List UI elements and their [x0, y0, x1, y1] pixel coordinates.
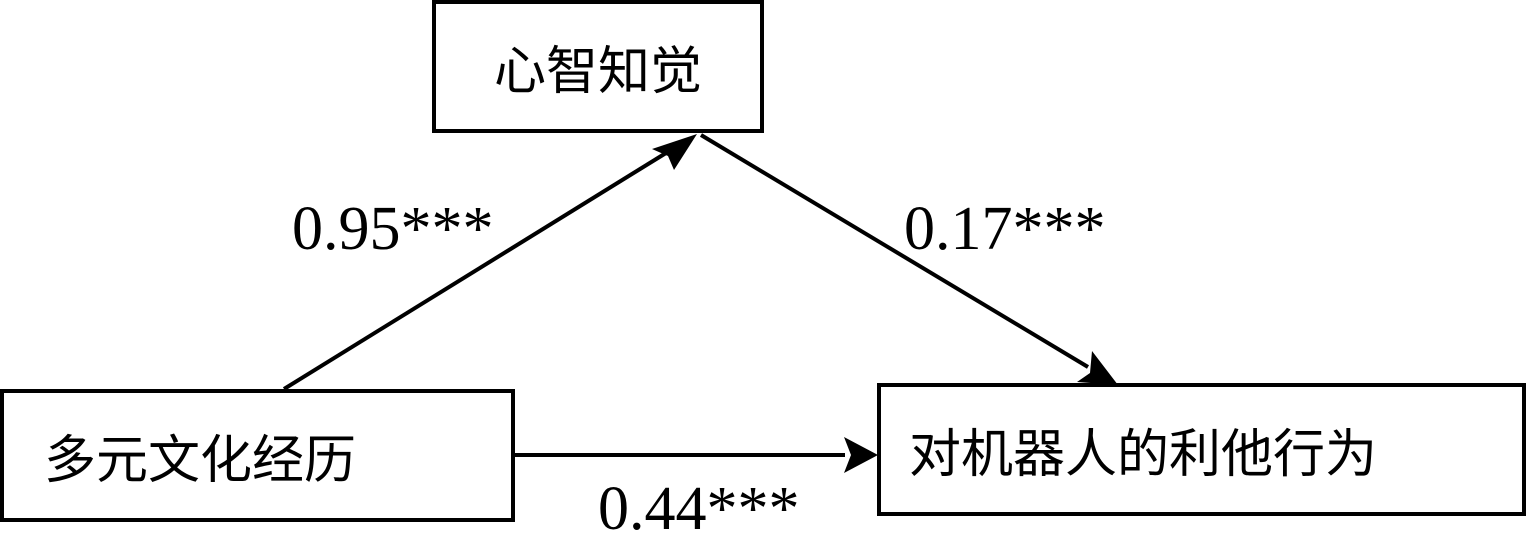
independent-variable-label: 多元文化经历 [44, 431, 357, 491]
path-b-coefficient: 0.17*** [904, 195, 1106, 263]
path-a-coefficient: 0.95*** [292, 195, 494, 263]
path-a-arrow [282, 134, 697, 391]
independent-variable-node: 多元文化经历 [0, 389, 515, 522]
dependent-variable-label: 对机器人的利他行为 [909, 425, 1378, 485]
path-b-arrowhead [1077, 351, 1118, 385]
mediator-node: 心智知觉 [432, 0, 764, 133]
mediator-label: 心智知觉 [493, 42, 702, 102]
path-c-arrow [515, 437, 878, 473]
dependent-variable-node: 对机器人的利他行为 [877, 383, 1526, 516]
edges-layer [282, 133, 1118, 473]
path-c-coefficient: 0.44*** [598, 475, 800, 543]
path-a-arrowhead [652, 134, 697, 170]
path-b-arrow [699, 133, 1118, 385]
path-c-arrowhead [844, 437, 878, 473]
